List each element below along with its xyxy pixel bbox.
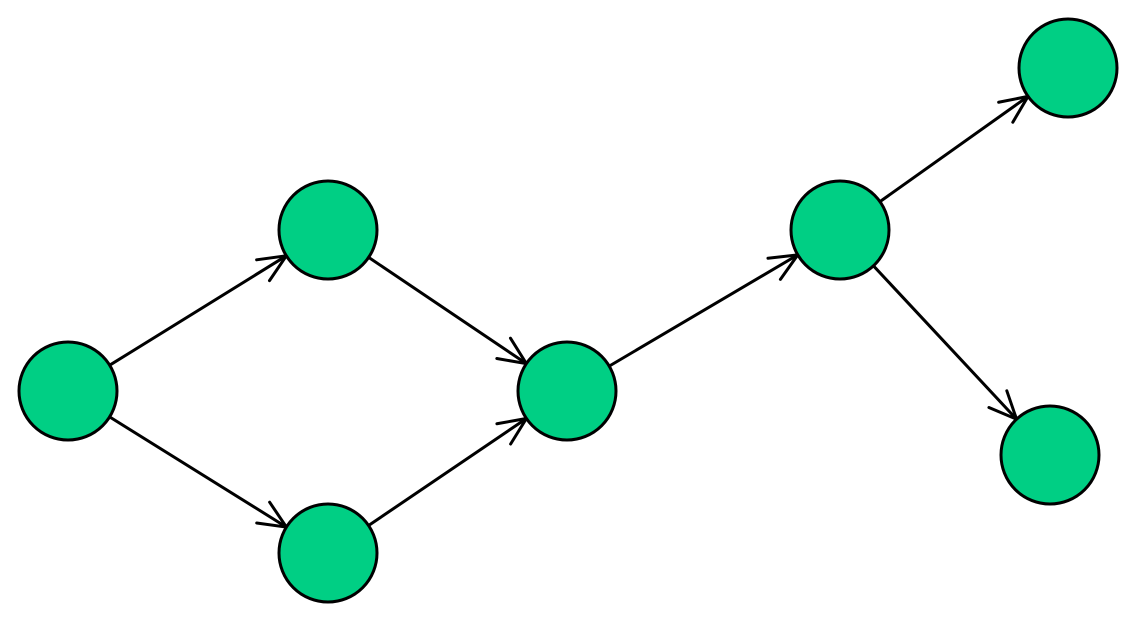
node-n2 <box>277 179 379 281</box>
edge-line <box>108 254 288 367</box>
edge-n3-n4 <box>367 416 530 528</box>
edge-line <box>108 415 288 529</box>
edge-line <box>367 255 528 366</box>
node-n1 <box>17 340 119 442</box>
node-circle <box>789 179 891 281</box>
edge-line <box>871 264 1019 421</box>
node-n3 <box>277 502 379 604</box>
node-circle <box>1017 17 1119 119</box>
edge-line <box>367 416 528 528</box>
edge-n4-n5 <box>607 253 801 368</box>
edges-layer <box>108 94 1032 530</box>
node-n5 <box>789 179 891 281</box>
node-circle <box>999 404 1101 506</box>
node-circle <box>277 179 379 281</box>
edge-n2-n4 <box>367 255 530 366</box>
node-circle <box>516 340 618 442</box>
edge-n1-n2 <box>108 253 290 367</box>
edge-n1-n3 <box>108 415 290 530</box>
edge-n5-n7 <box>871 264 1020 422</box>
node-n7 <box>999 404 1101 506</box>
edge-n5-n6 <box>878 94 1032 204</box>
edge-line <box>878 94 1030 204</box>
node-n4 <box>516 340 618 442</box>
nodes-layer <box>17 17 1119 604</box>
node-circle <box>277 502 379 604</box>
node-circle <box>17 340 119 442</box>
edge-line <box>607 253 800 368</box>
node-n6 <box>1017 17 1119 119</box>
